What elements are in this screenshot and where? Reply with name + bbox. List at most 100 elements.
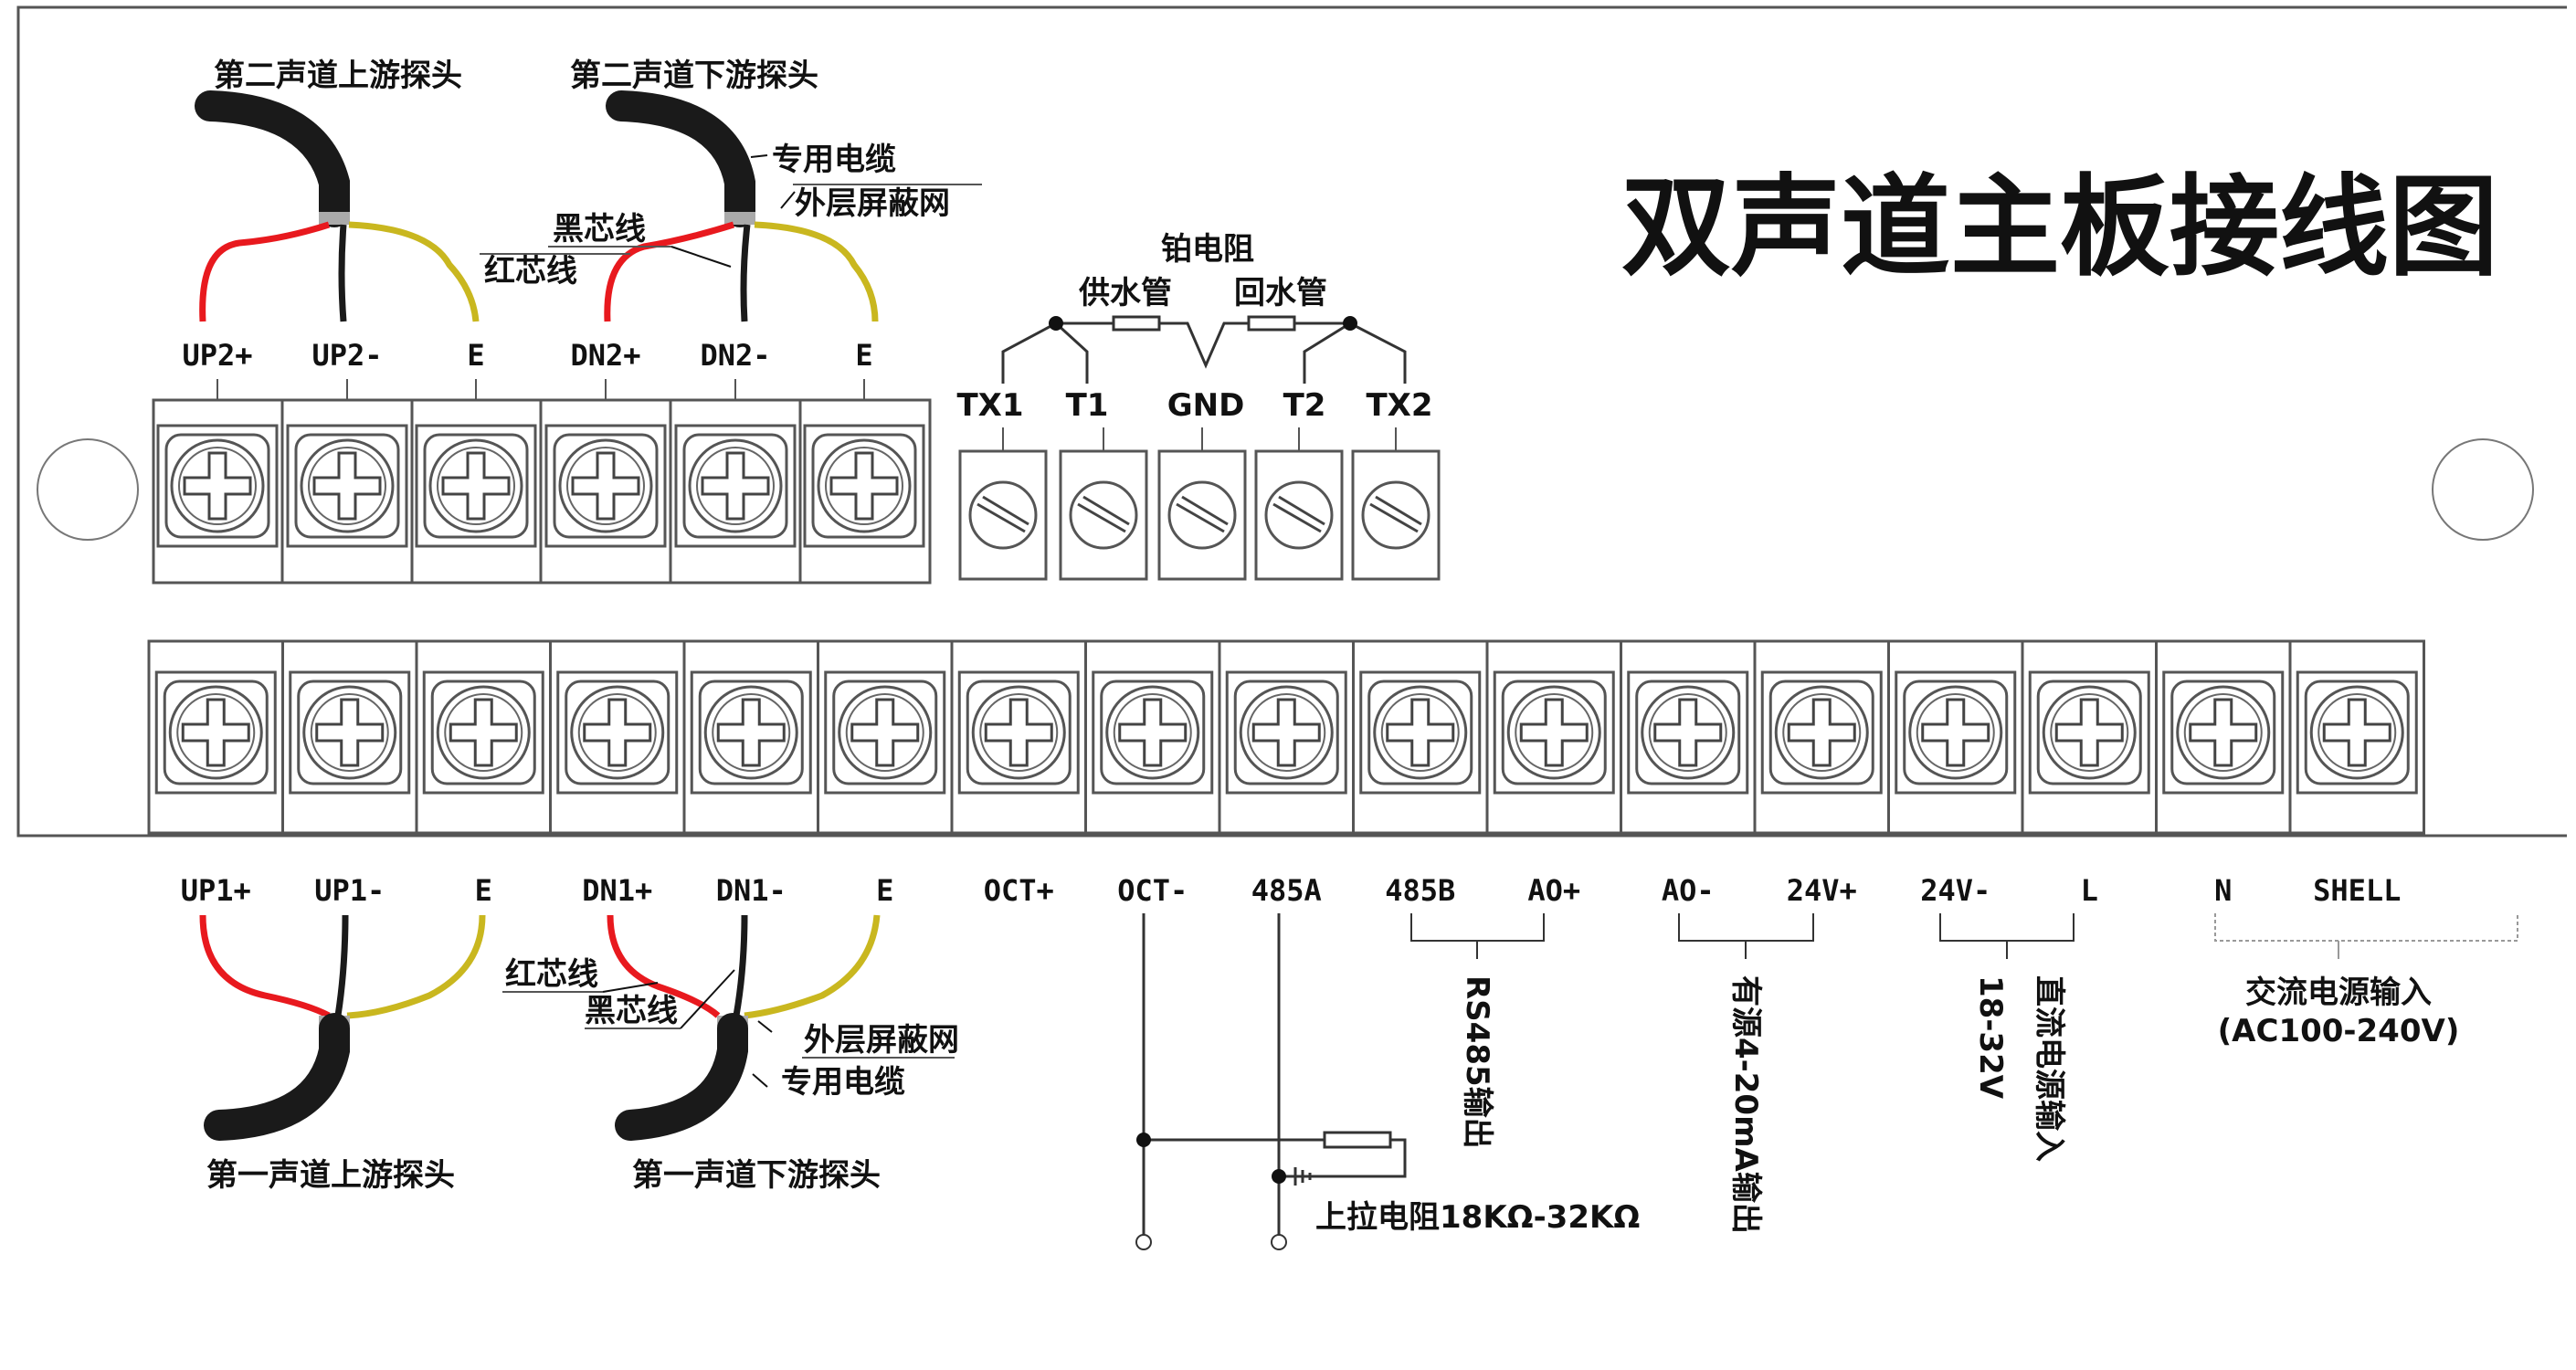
dc-power-label: 直流电源输入 [2031,975,2067,1162]
lower-black-wire-label: 黑芯线 [585,993,678,1029]
terminal-label-e2-up: E [467,338,484,373]
lower-terminal-label-ao-plus-10: AO+ [1527,873,1580,908]
rtd-screw-t1 [1059,449,1148,581]
mounting-hole-right [2432,438,2534,541]
lower-screw-up1-minus-1 [289,670,411,795]
rs485-bracket [1410,913,1545,942]
oct-terminal-right [1271,1234,1287,1250]
lower-screw-e-2 [422,670,544,795]
lower-screw-up1-plus-0 [154,670,277,795]
rtd-terminal-t1: T1 [1066,387,1109,424]
rtd-terminal-gnd: GND [1167,387,1245,424]
ac-range-label: (AC100-240V) [2218,1013,2460,1049]
lower-screw-e-5 [824,670,946,795]
lower-screw-l-14 [2028,670,2150,795]
lower-screw-24v-minus-13 [1895,670,2017,795]
rtd-terminal-t2: T2 [1283,387,1326,424]
rtd-node-right [1343,316,1357,331]
lower-screw-24v-plus-12 [1760,670,1883,795]
pullup-resistor-label: 上拉电阻18KΩ-32KΩ [1315,1199,1640,1236]
terminal-label-dn2-minus: DN2- [700,338,770,373]
cable-pointer-upper [750,154,768,158]
upper-terminal-block [152,379,932,585]
terminal-label-up2-plus: UP2+ [182,338,252,373]
upper-black-wire-label: 黑芯线 [553,211,646,248]
upper-shield-label: 外层屏蔽网 [795,185,950,222]
lower-screw-dn1-minus-4 [690,670,812,795]
screw-dn2-minus [674,424,797,548]
lower-screw-485a-8 [1225,670,1347,795]
upper-cable-label: 专用电缆 [772,142,896,178]
lower-cable-label: 专用电缆 [781,1064,905,1101]
lower-screw-ao-plus-10 [1493,670,1615,795]
rtd-terminal-tx1: TX1 [956,387,1023,424]
lower-terminal-label-24v-plus-12: 24V+ [1787,873,1857,908]
lower-terminal-label-oct-minus-7: OCT- [1117,873,1188,908]
oct-terminal-left [1135,1234,1152,1250]
screw-up2-minus [286,424,408,548]
lower-terminal-label-shell-16: SHELL [2313,873,2401,908]
lower-terminal-label-ao-minus-11: AO- [1662,873,1715,908]
lower-red-wire-label: 红芯线 [505,956,598,993]
diagram-title: 双声道主板接线图 [1621,164,2498,291]
ch2-upstream-probe-label: 第二声道上游探头 [214,58,462,94]
lower-terminal-block [147,639,2425,835]
rtd-node-left [1049,316,1063,331]
oct-circuit [1142,913,1407,1238]
lower-terminal-label-485a-8: 485A [1251,873,1322,908]
rtd-supply-label: 供水管 [1078,275,1172,311]
lower-terminal-label-l-14: L [2081,873,2098,908]
rtd-title: 铂电阻 [1161,231,1254,268]
screw-up2-plus [156,424,279,548]
ch1-downstream-cable [607,914,881,1141]
lower-terminal-label-dn1-minus-4: DN1- [716,873,787,908]
screw-e2-up [415,424,537,548]
rs485-output-label: RS485输出 [1459,975,1495,1149]
lower-screw-shell-16 [2296,670,2418,795]
lower-screw-ao-minus-11 [1627,670,1749,795]
rtd-screw-tx2 [1351,449,1441,581]
rtd-screw-tx1 [958,449,1048,581]
mounting-hole-left [37,438,139,541]
lower-terminal-label-485b-9: 485B [1385,873,1455,908]
rtd-return-label: 回水管 [1234,275,1327,311]
lower-block-outline [147,639,2425,835]
rtd-screw-t2 [1254,449,1344,581]
rtd-wiring [1001,315,1407,384]
rtd-terminal-tx2: TX2 [1366,387,1432,424]
lower-terminal-label-24v-minus-13: 24V- [1920,873,1990,908]
lower-terminal-label-dn1-plus-3: DN1+ [582,873,652,908]
lower-screw-485b-9 [1359,670,1482,795]
ao-bracket [1678,913,1814,942]
lower-screw-oct-plus-6 [957,670,1080,795]
oct-node-right [1272,1169,1286,1184]
ac-power-label: 交流电源输入 [2245,975,2432,1011]
ch2-upstream-cable [195,90,480,322]
ch1-upstream-probe-label: 第一声道上游探头 [206,1157,455,1194]
lower-terminal-label-e-5: E [876,873,893,908]
ch2-downstream-probe-label: 第二声道下游探头 [570,58,818,94]
lower-screw-dn1-plus-3 [556,670,679,795]
lower-terminal-label-up1-plus-0: UP1+ [181,873,251,908]
upper-red-wire-label: 红芯线 [484,253,577,290]
lower-shield-label: 外层屏蔽网 [804,1022,959,1059]
screw-e2-down [803,424,925,548]
lower-screw-oct-minus-7 [1092,670,1214,795]
shield-pointer-upper [780,191,796,209]
lower-terminal-label-oct-plus-6: OCT+ [984,873,1054,908]
screw-dn2-plus [544,424,667,548]
board-outline [16,5,2567,838]
ch1-downstream-probe-label: 第一声道下游探头 [632,1157,881,1194]
lower-screw-n-15 [2162,670,2285,795]
lower-terminal-label-e-2: E [475,873,492,908]
ch1-upstream-cable [199,914,486,1141]
terminal-label-up2-minus: UP2- [311,338,382,373]
ao-output-label: 有源4-20mA输出 [1727,975,1764,1234]
lower-terminal-label-n-15: N [2214,873,2232,908]
terminal-label-dn2-plus: DN2+ [570,338,640,373]
dc-range-label: 18-32V [1972,975,2009,1100]
ac-bracket [2214,913,2518,942]
rtd-screw-gnd [1157,449,1247,581]
